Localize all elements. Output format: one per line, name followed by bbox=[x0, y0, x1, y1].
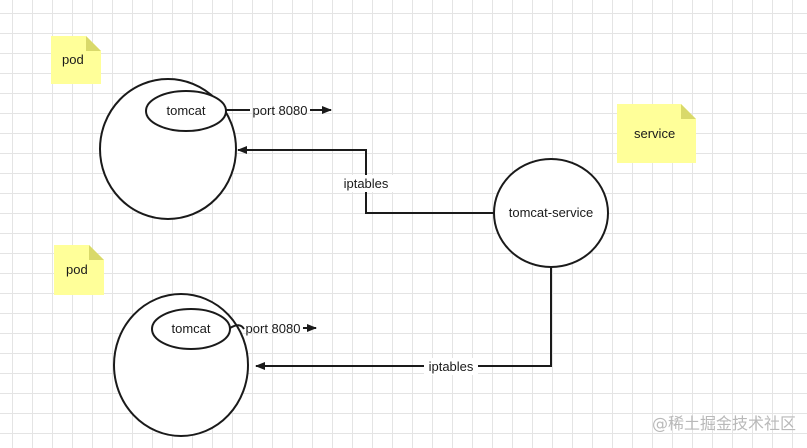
route-label-bottom: iptables bbox=[429, 359, 474, 374]
note-label-pod-top: pod bbox=[62, 52, 84, 67]
note-label-service: service bbox=[634, 126, 675, 141]
tomcat-label-bottom: tomcat bbox=[171, 321, 210, 336]
note-label-pod-bottom: pod bbox=[66, 262, 88, 277]
watermark-text: @稀土掘金技术社区 bbox=[652, 414, 796, 433]
route-line-bottom bbox=[255, 267, 552, 370]
tomcat-label-top: tomcat bbox=[166, 103, 205, 118]
port-connector-bottom bbox=[229, 324, 245, 330]
sticky-note-pod-bottom[interactable]: pod bbox=[54, 245, 104, 295]
service-label: tomcat-service bbox=[509, 205, 594, 220]
route-label-bg-top bbox=[338, 175, 394, 192]
sticky-note-service[interactable]: service bbox=[617, 104, 696, 163]
sticky-note-pod-top[interactable]: pod bbox=[51, 36, 101, 84]
tomcat-container-bottom[interactable] bbox=[151, 308, 231, 350]
route-label-bg-bottom bbox=[424, 358, 478, 375]
port-label-top: port 8080 bbox=[253, 103, 308, 118]
route-label-top: iptables bbox=[344, 176, 389, 191]
port-label-bottom: port 8080 bbox=[246, 321, 301, 336]
